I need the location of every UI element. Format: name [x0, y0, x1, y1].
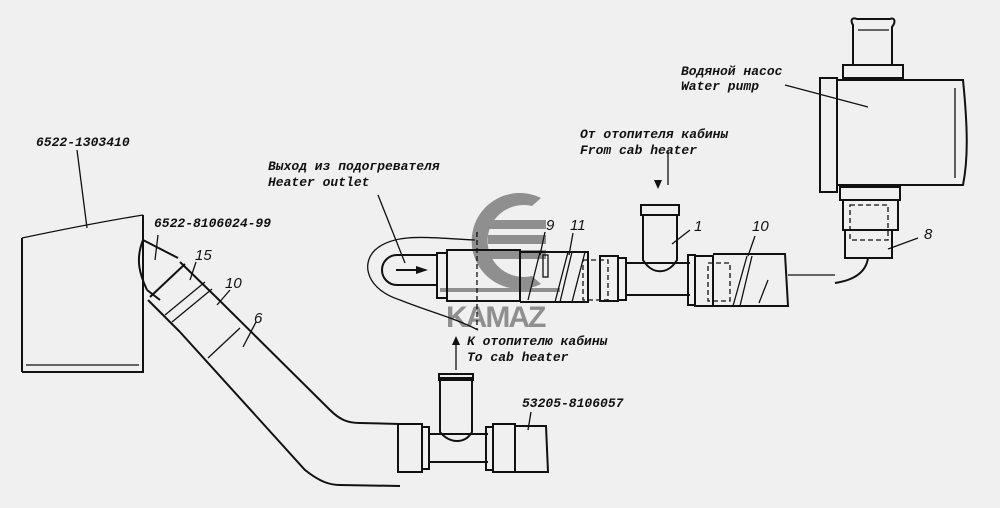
callout-1: 1 [694, 218, 702, 235]
water-pump-label-ru: Водяной насос [681, 64, 783, 79]
elbow-hose-assembly [137, 234, 401, 487]
part-number-tee-pipe: 53205-8106057 [522, 396, 624, 411]
water-pump [784, 17, 968, 284]
heater-outlet-label-ru: Выход из подогревателя [268, 159, 440, 174]
callout-8: 8 [924, 226, 933, 243]
from-cab-heater-label-ru: От отопителя кабины [580, 127, 728, 142]
water-pump-label-en: Water pump [681, 79, 759, 94]
callout-11: 11 [570, 217, 586, 234]
main-pipe-assembly [436, 150, 835, 330]
callout-10-left: 10 [225, 275, 242, 292]
leader-radiator [76, 149, 88, 229]
callout-10-right: 10 [752, 218, 769, 235]
to-cab-heater-label-ru: К отопителю кабины [467, 334, 608, 349]
svg-text:KAMAZ: KAMAZ [446, 301, 546, 334]
radiator [21, 149, 144, 373]
heater-outlet-label-en: Heater outlet [268, 175, 369, 190]
from-cab-heater-label-en: From cab heater [580, 143, 697, 158]
callout-6: 6 [254, 310, 263, 327]
to-cab-heater-label-en: To cab heater [467, 350, 569, 365]
part-number-radiator: 6522-1303410 [36, 135, 130, 150]
heater-outlet-loop [367, 194, 479, 331]
kamaz-logo-watermark: KAMAZ [440, 193, 560, 334]
callout-15: 15 [195, 247, 212, 264]
callout-9: 9 [546, 217, 555, 234]
part-number-elbow-hose: 6522-8106024-99 [154, 216, 271, 231]
bottom-tee-pipe [397, 336, 550, 473]
